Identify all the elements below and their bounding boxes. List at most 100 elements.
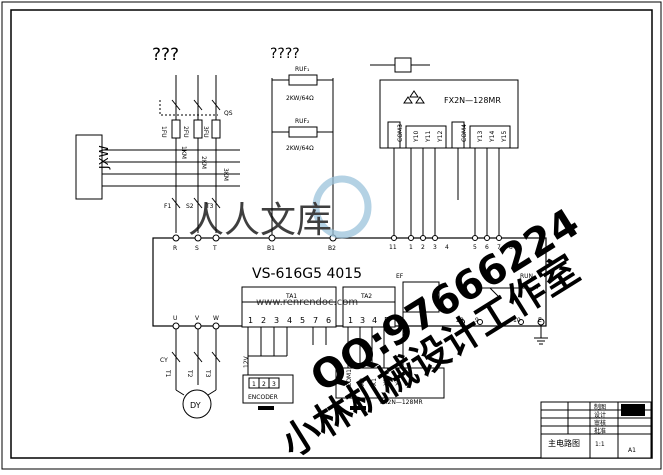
fu3-label: 3FU (202, 126, 209, 138)
resistor-ruf1 (288, 74, 318, 86)
fu2-label: 2FU (182, 126, 189, 138)
jxw-label: JXW (97, 145, 111, 170)
ta1-pin-6: 6 (326, 316, 331, 325)
encoder-label: ENCODER (248, 394, 278, 401)
motor-label: DY (190, 401, 201, 410)
motor-lead-t2: T2 (186, 369, 193, 378)
motor-lead-t1: T1 (164, 369, 171, 378)
encoder-pin-3: 3 (272, 381, 276, 388)
terminal-20: 20 (456, 317, 464, 324)
plc-com3: COM3 (397, 124, 404, 142)
contact-s2: S2 (186, 203, 194, 210)
terminal-b2: B2 (328, 245, 336, 252)
inverter: VS-616G5 4015 R S T B1 B2 11 1 2 3 4 5 6… (152, 234, 548, 345)
terminal-e: E (538, 317, 542, 324)
terminal-6: 6 (485, 244, 489, 251)
plc-bottom: COM1 X0 X1 X2 X3 FX2N—128MR (335, 312, 445, 410)
terminal-b1: B1 (267, 245, 275, 252)
plc-y11: Y11 (425, 131, 432, 143)
ta1-pin-4: 4 (287, 316, 292, 325)
plc-y10: Y10 (413, 131, 420, 143)
plc-y13: Y13 (477, 131, 484, 143)
jxw-box (75, 134, 103, 200)
ta1-pin-3: 3 (274, 316, 279, 325)
ruf2-name: RUF₂ (295, 118, 310, 125)
terminal-8: 8 (509, 244, 513, 251)
km1-label: 1KM (180, 146, 187, 159)
plc-x0: X0 (359, 378, 366, 386)
plc-y12: Y12 (437, 131, 444, 143)
tb-row-4: 批准 (594, 427, 606, 435)
terminal-5: 5 (473, 244, 477, 251)
power-disconnect: QS 1FU 2FU 3FU 1KM 2KM 3KM F1 S2 T3 (159, 75, 233, 233)
ruf2-value: 2KW/64Ω (286, 145, 314, 152)
plc-top-label: FX2N—128MR (444, 96, 501, 105)
watermark-url: www.renrendoc.com (256, 297, 358, 308)
qs-label: QS (224, 110, 233, 117)
watermark-text: 人人文库 (188, 200, 332, 241)
terminal-9: 9 (475, 317, 479, 324)
plc-x2: X2 (383, 378, 390, 386)
ta1-pin-5: 5 (300, 316, 305, 325)
terminal-7: 7 (497, 244, 501, 251)
encoder-pin-1: 1 (252, 381, 256, 388)
braking-resistors: RUF₁ 2KW/64Ω RUF₂ 2KW/64Ω (271, 66, 334, 238)
fuse-1 (171, 119, 181, 139)
ef-label: EF (396, 273, 404, 280)
plc-com1: COM1 (346, 369, 353, 387)
terminal-10: 10 (513, 317, 521, 324)
terminal-1: 1 (409, 244, 413, 251)
terminal-v: V (195, 315, 200, 322)
inner-border (10, 9, 653, 459)
tb-scale: 1:1 (595, 441, 605, 448)
tb-sheet: A1 (628, 447, 636, 454)
ta2-label: TA2 (360, 293, 372, 300)
terminal-u: U (173, 315, 177, 322)
run-label: RUN (520, 273, 533, 280)
terminal-2: 2 (421, 244, 425, 251)
encoder-voltage: 12V (243, 355, 250, 368)
ta2-pin-4: 4 (372, 316, 377, 325)
terminal-4: 4 (445, 244, 449, 251)
ta1-pin-1: 1 (248, 316, 253, 325)
contact-f1: F1 (164, 203, 171, 210)
watermark: 人人文库 www.renrendoc.com (188, 175, 372, 308)
watermark-logo (312, 175, 372, 239)
plc-bottom-label: FX2N—128MR (380, 399, 423, 406)
plc-top: FX2N—128MR COM3 Y10 Y11 Y12 COM4 Y13 Y14… (379, 79, 519, 238)
ta1-block (241, 286, 337, 328)
tb-row-3: 审核 (594, 419, 606, 427)
inverter-model: VS-616G5 4015 (252, 266, 362, 282)
fuse-3 (211, 119, 221, 139)
ta2-pin-5: 5 (384, 316, 389, 325)
plc-y15: Y15 (501, 131, 508, 143)
title-block-frame (540, 401, 652, 459)
plc-x1: X1 (371, 378, 378, 386)
ta1-pin-2: 2 (261, 316, 266, 325)
fuse-2 (193, 119, 203, 139)
motor-symbol (182, 389, 212, 419)
fu1-label: 1FU (160, 126, 167, 138)
motor-lead-label: CY (160, 357, 168, 364)
terminal-t: T (212, 245, 217, 252)
plc-bottom-box (335, 367, 445, 399)
tb-row-1: 制图 (594, 403, 606, 411)
left-group-label: ??? (152, 45, 179, 65)
contact-t3: T3 (205, 203, 214, 210)
resistor-ruf2 (288, 126, 318, 138)
plc-x3: X3 (395, 378, 402, 386)
tb-row-2: 设计 (594, 411, 606, 419)
title-block: 制图 设计 审核 批准 主电路图 1:1 A1 (540, 401, 652, 459)
plc-com4: COM4 (461, 124, 468, 142)
encoder-pin-2: 2 (262, 381, 266, 388)
motor-lead-t3: T3 (204, 369, 211, 378)
plc-y14: Y14 (489, 131, 496, 143)
ta1-pin-7: 7 (313, 316, 318, 325)
terminal-3: 3 (433, 244, 437, 251)
ta1-label: TA1 (285, 293, 297, 300)
terminal-11: 11 (389, 244, 397, 251)
terminal-s: S (195, 245, 199, 252)
ruf1-name: RUF₁ (295, 66, 310, 73)
